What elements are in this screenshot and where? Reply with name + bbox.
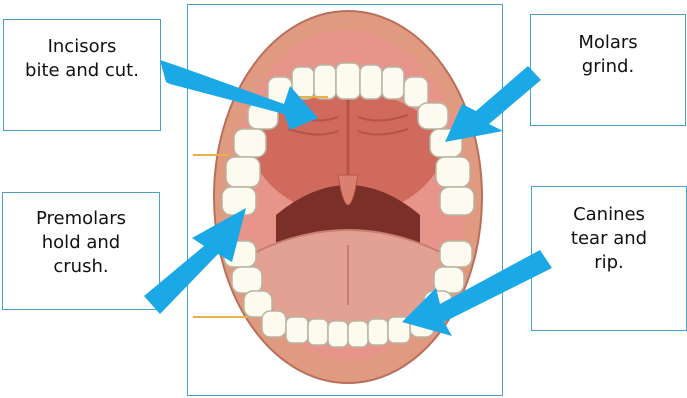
premolars-label: Premolars hold and crush.	[36, 207, 126, 279]
molars-label: Molars grind.	[578, 31, 637, 79]
canines-label-box: Canines tear and rip.	[531, 186, 687, 331]
molars-label-box: Molars grind.	[530, 14, 686, 126]
upper-incisors	[292, 63, 404, 99]
incisors-label-box: Incisors bite and cut.	[3, 19, 161, 131]
premolars-label-box: Premolars hold and crush.	[2, 192, 160, 310]
canines-label: Canines tear and rip.	[571, 203, 647, 275]
open-mouth-illustration	[188, 5, 504, 397]
mouth-picture-frame	[187, 4, 503, 396]
incisors-label: Incisors bite and cut.	[25, 35, 139, 83]
